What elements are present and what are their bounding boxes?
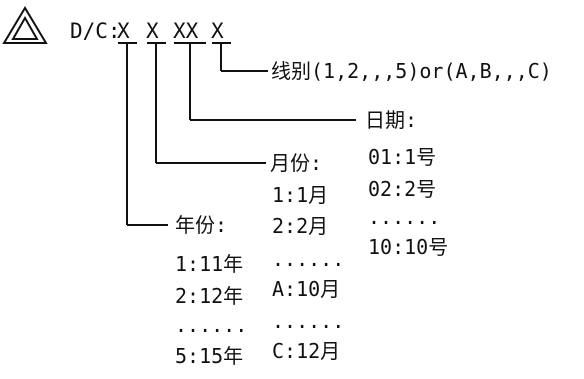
day-item: ......	[368, 205, 441, 229]
year-item: ......	[175, 313, 248, 337]
month-item: 2:2月	[272, 214, 329, 238]
line-label: 线别(1,2,,,5)or(A,B,,,C)	[271, 59, 552, 83]
year-item: 5:15年	[175, 344, 244, 368]
day-item: 02:2号	[368, 177, 437, 201]
code-char-day: XX	[173, 19, 199, 43]
month-item: C:12月	[272, 339, 341, 363]
month-title: 月份:	[270, 151, 323, 175]
code-char-year: X	[117, 19, 130, 43]
code-char-month: X	[146, 19, 159, 43]
year-title: 年份:	[175, 213, 228, 237]
month-item: 1:1月	[272, 183, 329, 207]
month-item: ......	[272, 309, 345, 333]
year-item: 2:12年	[175, 284, 244, 308]
month-item: ......	[272, 247, 345, 271]
year-item: 1:11年	[175, 252, 244, 276]
double-triangle-icon	[2, 6, 48, 44]
day-item: 01:1号	[368, 145, 437, 169]
code-char-line: X	[211, 19, 224, 43]
day-item: 10:10号	[368, 235, 449, 259]
code-prefix: D/C:	[70, 19, 121, 43]
day-title: 日期:	[365, 108, 418, 132]
month-item: A:10月	[272, 277, 341, 301]
